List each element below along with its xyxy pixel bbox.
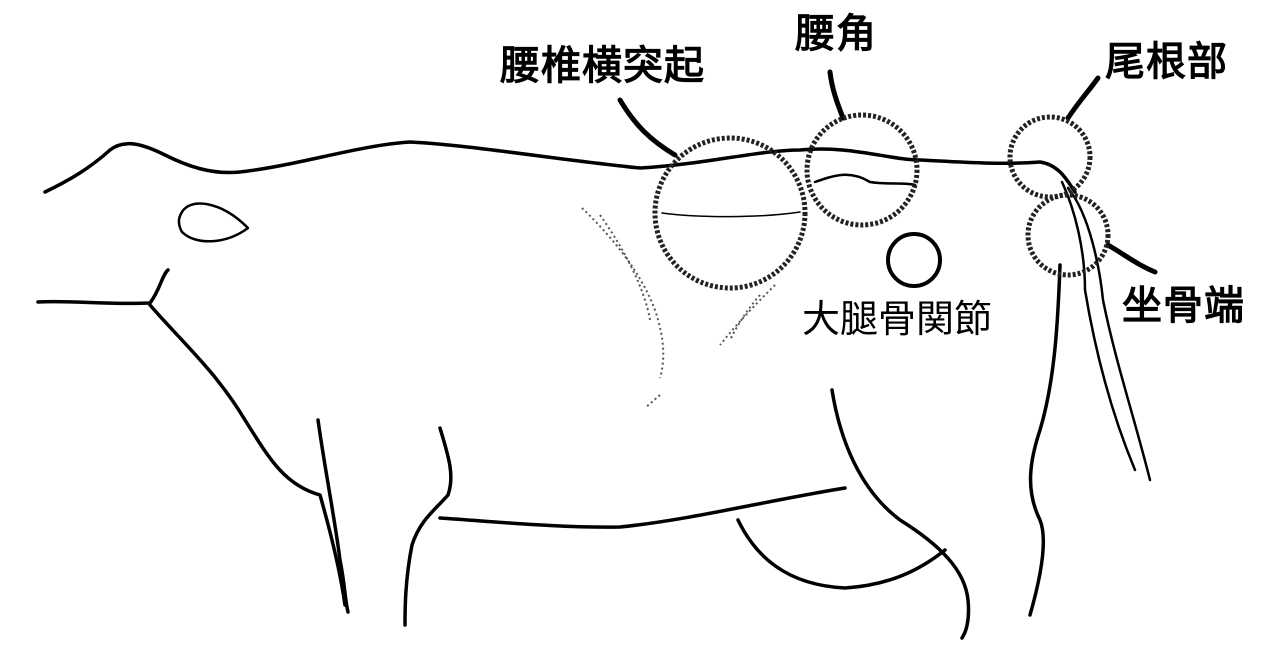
topline	[43, 140, 1077, 194]
label-pin-bone: 坐骨端	[1122, 283, 1245, 329]
leader-lumbar	[617, 97, 678, 158]
shading-1	[581, 207, 665, 379]
hip-curve	[813, 173, 917, 187]
shading-4	[729, 294, 761, 341]
tail-1	[1060, 180, 1137, 472]
leader-hip-point	[827, 69, 846, 121]
hind-leg-front	[830, 388, 971, 640]
label-lumbar-transverse-process: 腰椎横突起	[500, 43, 705, 89]
label-hip-joint: 大腿骨関節	[802, 297, 993, 341]
shading-3	[719, 284, 776, 346]
label-hip-point: 腰角	[795, 11, 877, 57]
circle-pin-bone	[1025, 192, 1111, 278]
shading-5	[644, 394, 661, 409]
loin-line	[661, 211, 801, 218]
udder	[736, 518, 947, 590]
tail-2	[1066, 186, 1152, 482]
eye	[177, 202, 250, 243]
circle-lumbar	[652, 135, 808, 291]
circle-tail-head	[1007, 114, 1093, 200]
label-tail-head: 尾根部	[1105, 39, 1228, 85]
neck-line	[148, 303, 347, 607]
belly	[438, 486, 847, 529]
circle-hip-joint	[886, 232, 942, 288]
shading-2	[599, 214, 651, 321]
circle-hip-point	[804, 112, 920, 228]
leader-tail-head	[1065, 75, 1101, 121]
hind-leg-rear	[1028, 263, 1062, 617]
leader-pin-bone	[1105, 242, 1158, 275]
head-line	[36, 268, 170, 306]
front-leg-back	[403, 426, 453, 627]
front-leg	[316, 418, 350, 614]
